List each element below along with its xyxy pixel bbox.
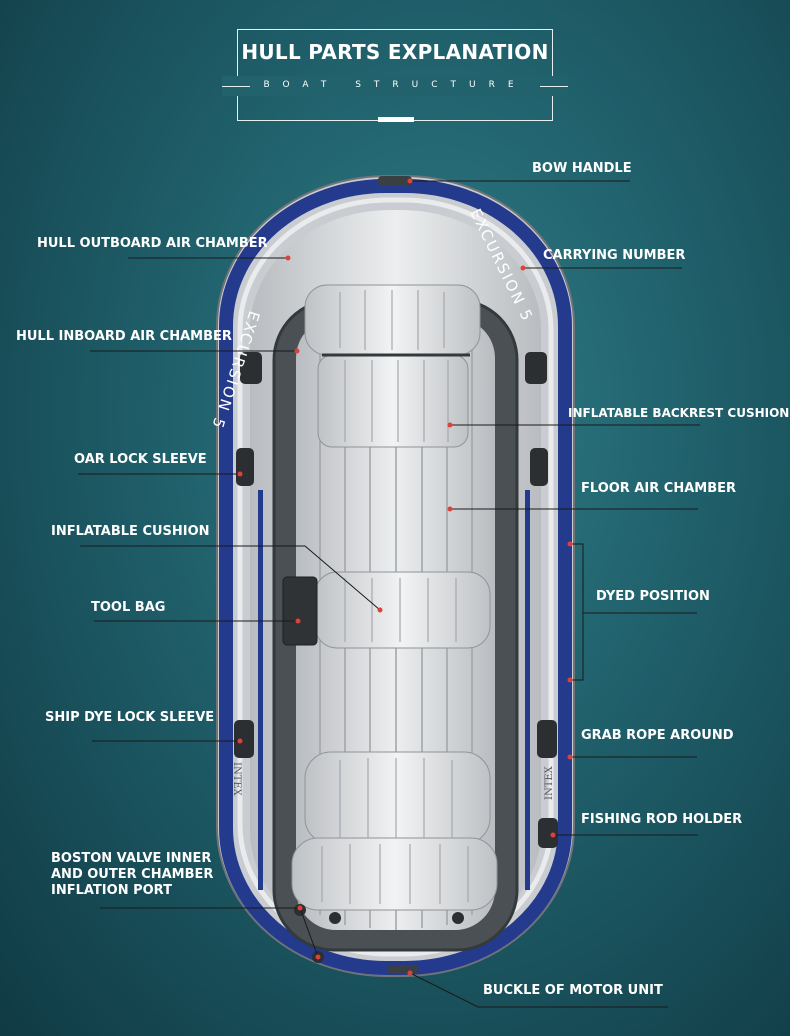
dyed-position-bracket [570,543,584,681]
subtitle-band [222,76,568,96]
side-stripe-left [258,490,263,890]
brand-right: INTEX [544,765,555,800]
ship-dye-lock-right [537,720,557,758]
leader-lines [78,180,700,1008]
label-motor-buckle: BUCKLE OF MOTOR UNIT [483,983,663,998]
fishing-rod-holder [538,818,558,848]
ship-dye-lock-left [234,720,254,758]
backrest-cushion-bottom [317,354,469,448]
tool-bag [282,576,318,646]
stern-backrest [304,751,491,845]
label-grab-rope: GRAB ROPE AROUND [581,728,734,743]
label-hull-outboard: HULL OUTBOARD AIR CHAMBER [37,236,268,251]
label-boston-valve: BOSTON VALVE INNER AND OUTER CHAMBER INF… [51,851,214,898]
label-carrying-number: CARRYING NUMBER [543,248,686,263]
subtitle-dash-right [540,86,568,87]
label-inflatable-cushion: INFLATABLE CUSHION [51,524,210,539]
marker-dots [237,178,573,976]
hull-outboard-stripe [237,197,554,957]
bow-handle [378,176,412,186]
label-backrest-cushion: INFLATABLE BACKREST CUSHION [568,406,790,420]
valve-3 [329,912,341,924]
rod-holder-left [240,352,262,384]
brand-left: INTEX [231,762,242,797]
motor-buckle [388,965,418,974]
page-subtitle: BOAT STRUCTURE [263,80,527,90]
label-dyed-position: DYED POSITION [596,589,710,604]
oar-lock-right [530,448,548,486]
rod-holder-right [525,352,547,384]
middle-cushion [314,571,491,649]
title-marker [378,117,414,122]
label-oar-lock: OAR LOCK SLEEVE [74,452,207,467]
subtitle-dash-left [222,86,250,87]
label-bow-handle: BOW HANDLE [532,161,632,176]
label-hull-inboard: HULL INBOARD AIR CHAMBER [16,329,232,344]
label-floor-chamber: FLOOR AIR CHAMBER [581,481,736,496]
label-ship-dye-lock: SHIP DYE LOCK SLEEVE [45,710,215,725]
label-tool-bag: TOOL BAG [91,600,166,615]
stern-seat [291,837,498,911]
page-title: HULL PARTS EXPLANATION [241,40,549,64]
side-stripe-right [525,490,530,890]
label-fishing-rod: FISHING ROD HOLDER [581,812,743,827]
valve-4 [452,912,464,924]
oar-lock-left [236,448,254,486]
